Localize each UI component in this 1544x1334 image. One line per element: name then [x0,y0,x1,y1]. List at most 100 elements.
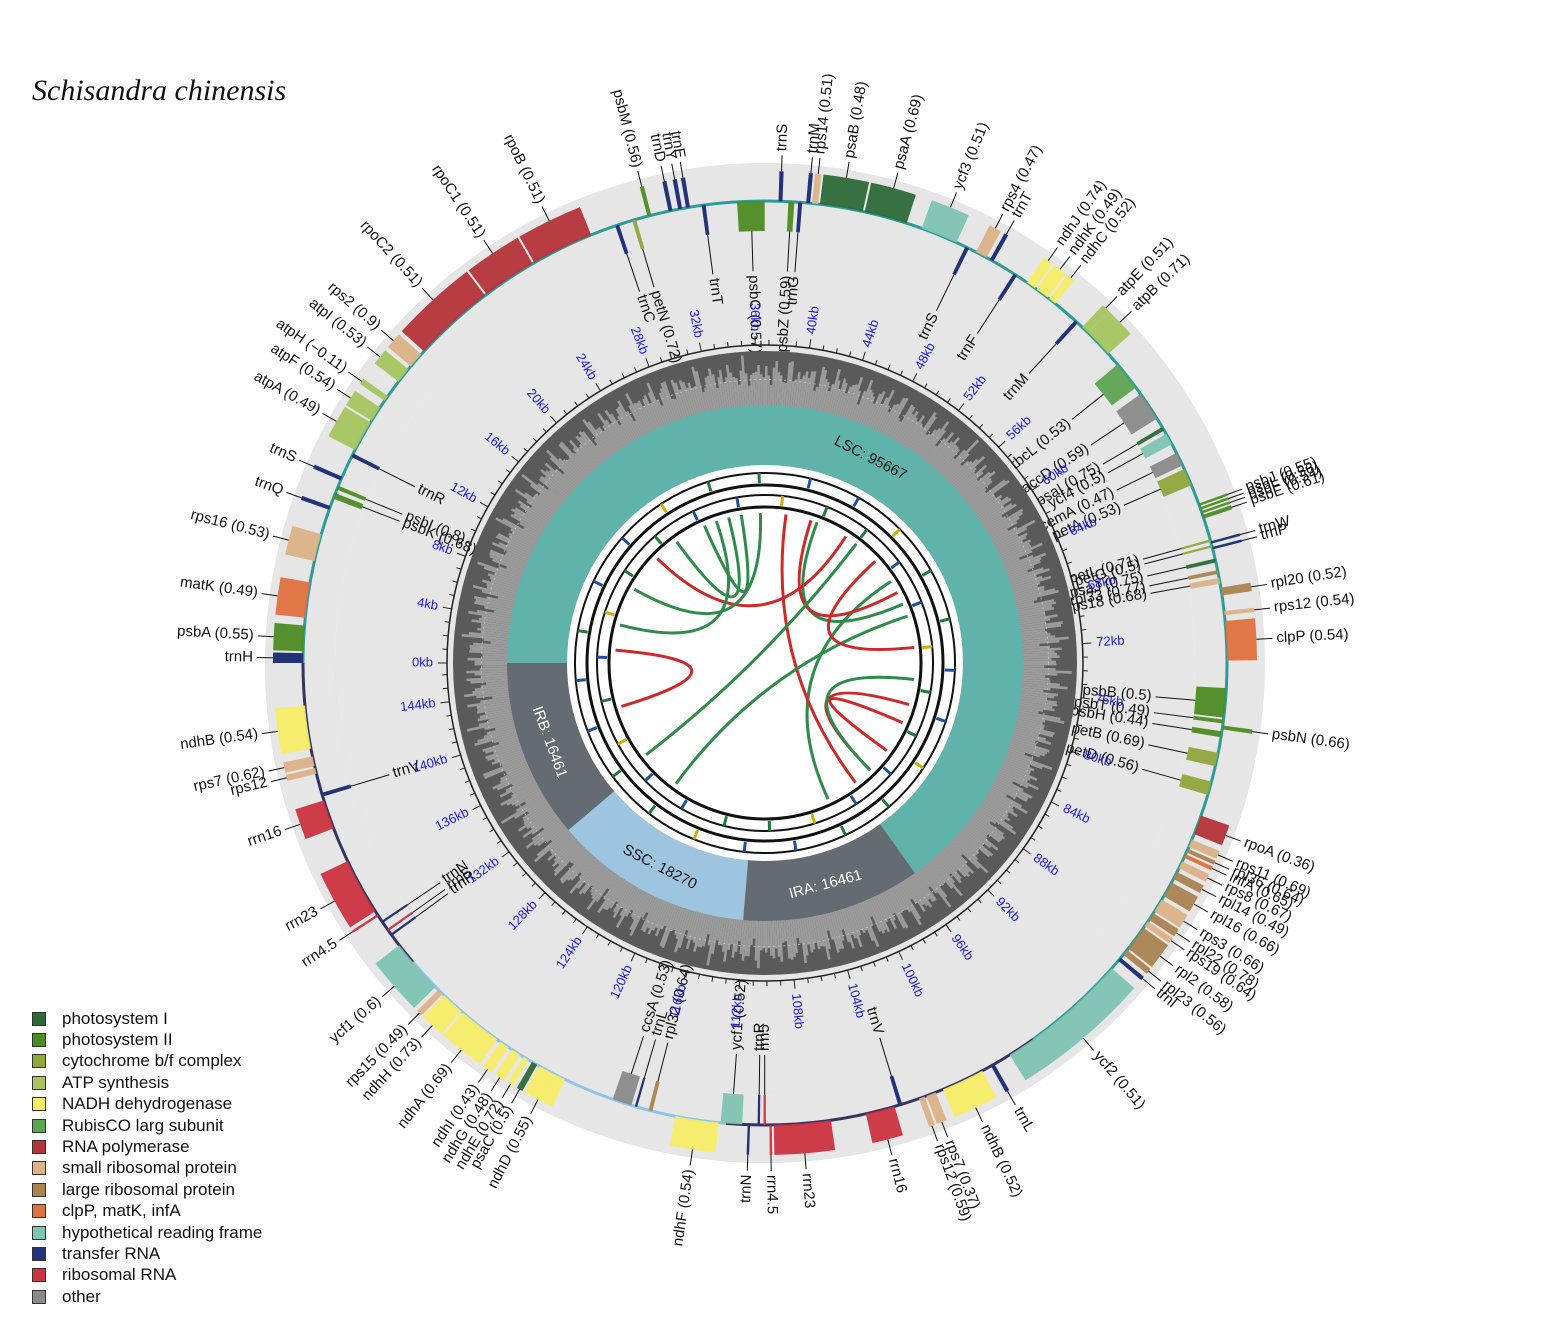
gc-bin [685,908,700,950]
gc-bin [1008,737,1050,753]
gene-label: ycf1 (0.6) [326,993,384,1047]
gc-bin [769,385,773,409]
gene-leader [483,239,494,254]
gene-block [1173,871,1204,894]
tick [1070,750,1080,755]
gc-bin [793,916,799,939]
gc-bin [828,909,842,950]
gc-bin [960,825,985,846]
gc-bin [1019,643,1040,648]
gc-bin [578,446,600,471]
gc-bin [776,372,781,409]
gc-bin [1019,647,1062,652]
tick [996,879,1002,884]
gc-bin [641,892,656,919]
gene-block [864,182,916,224]
gc-bin [526,499,555,521]
gc-bin [949,455,986,490]
gene-block [1163,882,1198,912]
gc-bin [791,916,799,954]
gc-bin [759,917,763,951]
gc-bin [739,370,745,409]
gc-bin [813,366,826,414]
gc-bin [990,780,1028,802]
gc-bin [1001,756,1035,772]
tick [862,351,866,361]
tick [585,393,590,399]
gene-block [483,1041,509,1073]
gc-bin [928,441,954,470]
gc-bin [927,858,954,889]
gc-bin [1017,621,1063,630]
gc-bin [773,917,778,949]
gc-bin [523,801,553,823]
gc-bin [524,790,546,804]
gc-bin [646,382,668,429]
gc-bin [989,782,1017,799]
gc-bin [474,660,511,663]
gene-leader [320,900,335,910]
tick [874,359,878,365]
gc-bin [954,464,987,495]
tick [451,741,458,744]
repeat-mark [920,689,931,694]
gc-bin [574,452,595,475]
gc-bin [938,847,967,878]
gc-bin [992,776,1033,799]
gc-bin [550,831,576,855]
tick [1030,837,1036,841]
gene-block [300,495,331,510]
legend-label: ATP synthesis [62,1072,170,1092]
legend-item: transfer RNA [32,1243,262,1264]
tick [1081,697,1091,700]
repeat-mark [611,769,622,778]
tick [446,714,452,717]
gc-bin [612,881,636,919]
gene-block [1185,558,1216,569]
repeat-mark [881,798,891,808]
repeat-mark [822,506,829,517]
gc-bin [510,513,546,536]
gene-leader [781,155,783,172]
gc-bin [757,365,761,409]
legend-label: photosystem II [62,1030,173,1050]
gc-bin [487,746,525,762]
gene-block [1128,927,1169,968]
gc-bin [617,406,640,443]
gc-bin [496,770,535,791]
gc-bin [483,638,511,643]
gc-bin [852,901,866,934]
gc-bin [566,851,595,881]
tick [1079,710,1085,713]
gene-block [1189,577,1221,589]
gene-label: rps16 (0.53) [189,506,272,543]
gc-bin [1012,720,1044,730]
tick [561,910,566,915]
gc-bin [490,641,511,646]
gc-bin [830,389,841,418]
gene-leader [1090,422,1125,446]
gene-label: psbZ (0.59) [774,275,795,353]
map-title: Schisandra chinensis [32,74,287,107]
gc-bin [894,413,914,445]
gene-block [612,1070,641,1106]
gc-bin [833,908,845,941]
gene-leader [1148,970,1162,982]
gc-bin [1012,722,1055,736]
tick [988,433,994,438]
tick [1066,561,1072,565]
gc-bin [615,408,638,444]
tick [470,528,476,532]
gc-bin [874,405,891,434]
gene-block [387,911,414,931]
repeat-link [675,517,741,599]
gc-bin [499,776,538,798]
tick [465,541,471,545]
repeat-mark [921,569,932,577]
gc-bin [492,694,513,699]
tick [595,382,601,392]
gc-bin [975,496,1009,521]
gene-block [921,200,969,243]
gc-bin [557,840,584,865]
gc-bin [824,910,834,940]
